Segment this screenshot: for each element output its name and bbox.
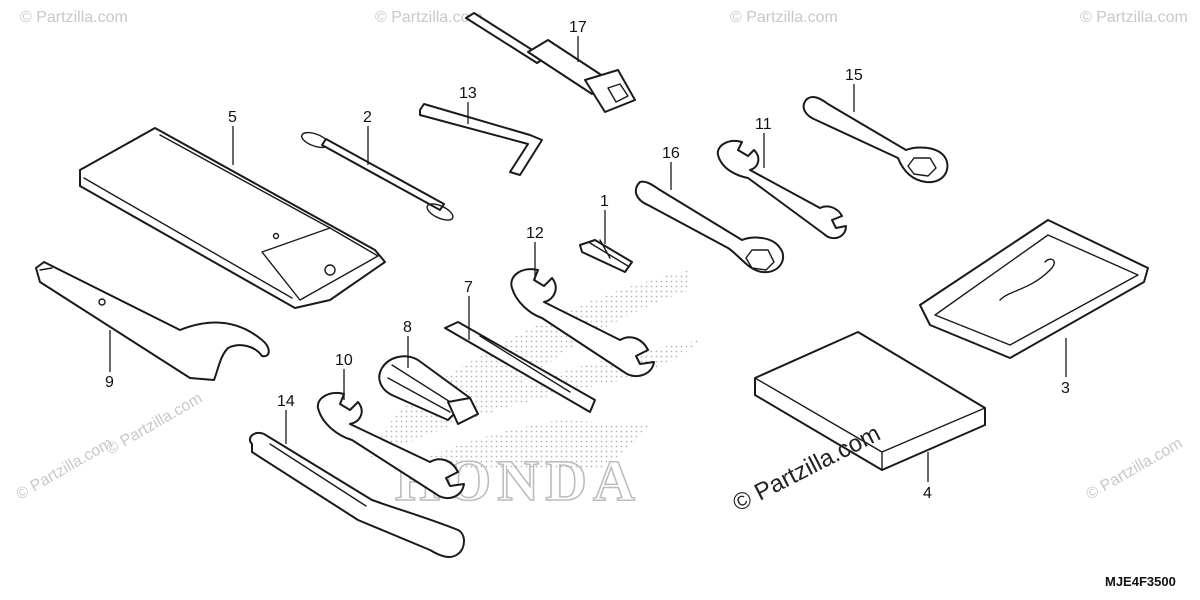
part-14-handle: [248, 432, 465, 558]
callout-7: 7: [464, 279, 473, 296]
part-9-pin-spanner: [35, 261, 270, 381]
part-3-pouch: [919, 219, 1149, 359]
watermark-text: © Partzilla.com: [14, 435, 116, 504]
watermark-text: © Partzilla.com: [104, 390, 206, 459]
partzilla-watermark: © Partzilla.com: [728, 420, 884, 517]
callout-5: 5: [228, 109, 237, 126]
part-15-box-wrench: [802, 96, 949, 184]
leader-lines: [109, 36, 1067, 482]
callout-11: 11: [755, 116, 772, 133]
part-13-hex-key: [419, 103, 543, 176]
diagram-code: MJE4F3500: [1105, 574, 1176, 589]
callout-14: 14: [277, 393, 295, 410]
callout-13: 13: [459, 85, 477, 102]
watermark-text: © Partzilla.com: [1084, 435, 1186, 504]
callout-2: 2: [363, 109, 372, 126]
callout-17: 17: [569, 19, 587, 36]
part-16-ring-wrench: [634, 180, 785, 274]
part-11-open-wrench: [716, 140, 847, 240]
part-7-screwdriver-bit: [444, 321, 596, 413]
watermark-text: © Partzilla.com: [20, 9, 128, 26]
part-17-socket-wrench: [465, 12, 636, 113]
watermark-text: © Partzilla.com: [730, 9, 838, 26]
callout-4: 4: [923, 485, 932, 502]
callout-3: 3: [1061, 380, 1070, 397]
part-5-tool-bag: [79, 127, 386, 309]
part-4-manual-book: [754, 331, 986, 471]
part-8-screwdriver-handle: [378, 355, 479, 425]
part-1-clip: [579, 239, 633, 273]
callout-10: 10: [335, 352, 353, 369]
callout-9: 9: [105, 374, 114, 391]
part-2-rod: [300, 131, 454, 221]
callout-16: 16: [662, 145, 680, 162]
callout-8: 8: [403, 319, 412, 336]
callout-1: 1: [600, 193, 609, 210]
watermark-text: © Partzilla.com: [375, 9, 483, 26]
callout-12: 12: [526, 225, 544, 242]
part-12-open-wrench: [510, 268, 655, 378]
callouts: 1 2 3 4 5 7 8 9 10 11 12 13 14 15 16 17: [105, 19, 1070, 502]
watermark-text: © Partzilla.com: [1080, 9, 1188, 26]
callout-15: 15: [845, 67, 863, 84]
